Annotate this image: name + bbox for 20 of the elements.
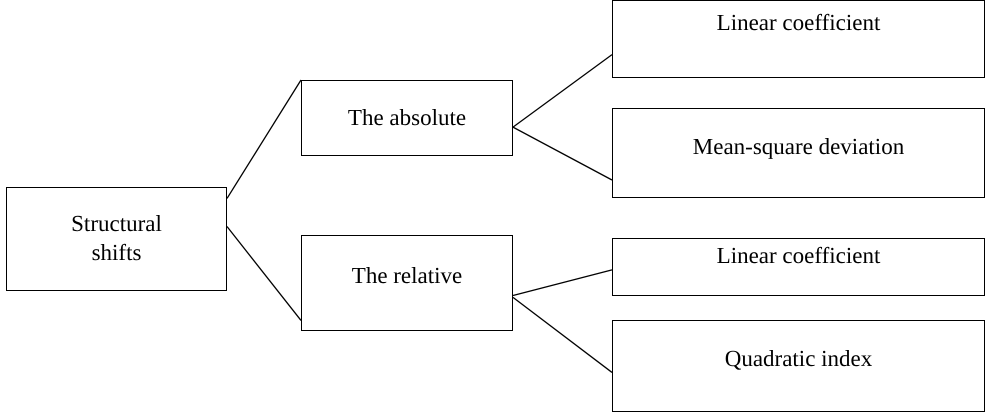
process-box xyxy=(612,238,985,296)
process-box xyxy=(612,0,985,78)
connector-line xyxy=(512,126,612,181)
process-box xyxy=(612,108,985,198)
process-box xyxy=(6,187,227,291)
connector-line xyxy=(512,54,612,128)
box-label: Quadratic index xyxy=(724,345,872,373)
box-label: Linear coefficient xyxy=(716,9,880,37)
box-label: Mean-square deviation xyxy=(692,133,904,161)
process-box xyxy=(301,235,513,331)
box-label: Structural shifts xyxy=(70,210,163,267)
connector-line xyxy=(512,269,612,296)
box-label: The relative xyxy=(352,262,462,290)
box-label: The absolute xyxy=(348,104,466,132)
connector-line xyxy=(512,296,612,373)
connector-line xyxy=(226,80,302,199)
connector-line xyxy=(226,226,302,321)
process-box xyxy=(612,320,985,412)
process-box xyxy=(301,80,513,156)
box-label: Linear coefficient xyxy=(716,242,880,270)
